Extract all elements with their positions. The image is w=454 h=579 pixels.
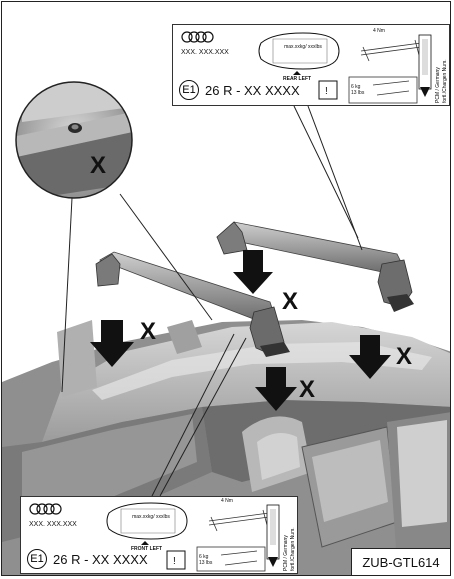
vertical-arrow-icon — [418, 34, 432, 97]
label-rear-torque: 4 Nm — [373, 28, 385, 34]
label-front-homologation: 26 R - XX XXXX — [53, 552, 148, 567]
magnifier-lines — [61, 193, 213, 393]
arrow-down-rear-left — [90, 320, 134, 367]
svg-text:!: ! — [325, 86, 328, 97]
label-front-left: ! XXX. XXX.XXX max.xxkg/ xxxlbs FRONT LE… — [20, 496, 298, 574]
label-rear-manufacturer: PCM / Germany — [435, 67, 441, 103]
label-rear-part-number: XXX. XXX.XXX — [181, 49, 229, 56]
x-marker-rear-left: X — [140, 318, 157, 345]
car-top-view-icon — [106, 502, 188, 545]
label-front-load: max.xxkg/ xxxlbs — [132, 514, 170, 520]
detail-magnifier — [15, 81, 133, 199]
audi-rings-icon — [181, 31, 214, 43]
label-front-part-number: XXX. XXX.XXX — [29, 521, 77, 528]
label-front-torque: 4 Nm — [221, 498, 233, 504]
label-rear-fertigung: fortl./Chargen Num. — [442, 59, 448, 103]
label-rear-left: ! XXX. XXX.XXX max.xxkg/ xxxlbs REAR LEF… — [172, 24, 450, 106]
label-rear-graphics: ! — [181, 31, 432, 104]
rear-roof-bar — [216, 221, 414, 312]
label-front-e-mark: E1 — [27, 549, 47, 569]
label-rear-homologation: 26 R - XX XXXX — [205, 83, 300, 98]
arrow-down-front-right — [349, 335, 391, 379]
label-front-weight-lbs: 13 lbs — [199, 560, 213, 566]
arrows — [90, 250, 391, 411]
manual-icon: ! — [318, 80, 338, 100]
label-front-position: FRONT LEFT — [131, 546, 163, 552]
bar-sketch-icon — [348, 39, 422, 104]
x-marker-front-right: X — [396, 343, 413, 370]
audi-rings-icon — [29, 503, 62, 515]
arrow-down-rear-bar — [233, 250, 273, 294]
figure-code: ZUB-GTL614 — [351, 548, 451, 576]
label-rear-weight-lbs: 13 lbs — [351, 90, 365, 96]
arrow-down-front-left — [255, 367, 297, 411]
label-leader-lines — [151, 105, 363, 497]
x-marker-rear-bar: X — [282, 288, 299, 315]
label-front-fertigung: fortl./Chargen Num. — [290, 527, 296, 571]
label-rear-position: REAR LEFT — [283, 76, 312, 82]
label-front-manufacturer: PCM / Germany — [283, 535, 289, 571]
label-rear-e-mark: E1 — [179, 80, 199, 100]
x-marker-front-left: X — [299, 376, 316, 403]
manual-icon: ! — [166, 550, 186, 570]
bar-sketch-icon — [196, 509, 270, 572]
label-rear-weight-kg: 6 kg — [351, 84, 361, 90]
label-front-weight-kg: 6 kg — [199, 554, 209, 560]
svg-text:!: ! — [173, 556, 176, 567]
label-front-graphics: ! — [29, 502, 280, 572]
vertical-arrow-icon — [266, 504, 280, 567]
x-marker-magnifier: X — [90, 152, 107, 179]
label-rear-load: max.xxkg/ xxxlbs — [284, 44, 322, 50]
car-top-view-icon — [258, 32, 340, 75]
